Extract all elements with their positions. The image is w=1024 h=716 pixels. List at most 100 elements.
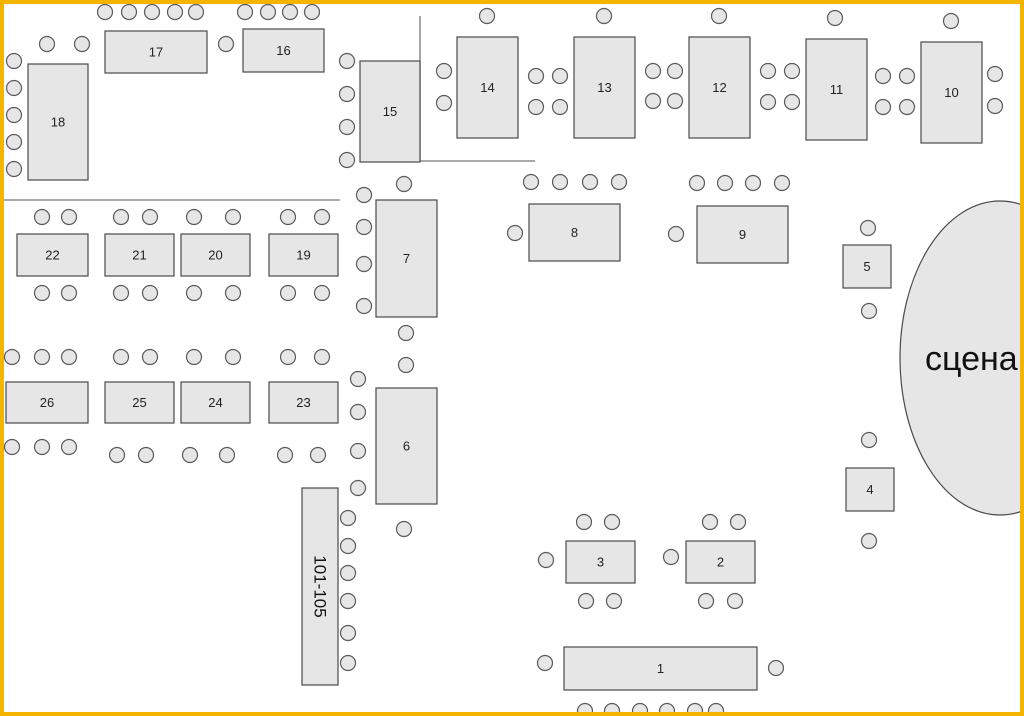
chair [224,284,242,302]
table-label: 1 [657,661,664,676]
chair [338,151,356,169]
table-11[interactable]: 11 [805,38,868,141]
chair [726,592,744,610]
chair [108,446,126,464]
chair [33,348,51,366]
table-9[interactable]: 9 [696,205,789,264]
chair [710,7,728,25]
table-label: 8 [571,225,578,240]
table-rect[interactable] [842,244,892,289]
table-10[interactable]: 10 [920,41,983,144]
chair [551,67,569,85]
table-8[interactable]: 8 [528,203,621,262]
table-rect[interactable] [5,381,89,424]
chair [355,186,373,204]
table-rect[interactable] [268,381,339,424]
chair [860,302,878,320]
chair [355,218,373,236]
chair [259,3,277,21]
table-6[interactable]: 6 [375,387,438,505]
chair [313,208,331,226]
table-rect[interactable] [845,467,895,512]
table-2[interactable]: 2 [685,540,756,584]
table-24[interactable]: 24 [180,381,251,424]
table-rect[interactable] [180,233,251,277]
table-label: 4 [866,482,873,497]
table-rect[interactable] [16,233,89,277]
chair [581,173,599,191]
chair [644,92,662,110]
chair [874,98,892,116]
table-rect[interactable] [688,36,751,139]
table-rect[interactable] [456,36,519,139]
chair [338,85,356,103]
table-rect[interactable] [301,487,339,686]
chair [309,446,327,464]
chair [279,284,297,302]
table-16[interactable]: 16 [242,28,325,73]
table-rect[interactable] [375,387,438,505]
table-17[interactable]: 17 [104,30,208,74]
table-label: 25 [132,395,146,410]
table-12[interactable]: 12 [688,36,751,139]
chair [339,564,357,582]
chair [759,93,777,111]
chair [783,62,801,80]
chair [112,208,130,226]
table-label: 10 [944,85,958,100]
chair [349,479,367,497]
table-rect[interactable] [685,540,756,584]
table-23[interactable]: 23 [268,381,339,424]
table-rect[interactable] [375,199,438,318]
table-rect[interactable] [104,30,208,74]
table-label: 26 [40,395,54,410]
table-5[interactable]: 5 [842,244,892,289]
chair [759,62,777,80]
table-rect[interactable] [573,36,636,139]
table-rect[interactable] [565,540,636,584]
table-14[interactable]: 14 [456,36,519,139]
table-rect[interactable] [268,233,339,277]
table-rect[interactable] [104,233,175,277]
table-101-105[interactable]: 101-105 [301,487,339,686]
seats-layer [3,3,1004,716]
table-rect[interactable] [359,60,421,163]
table-rect[interactable] [920,41,983,144]
chair [395,175,413,193]
chair [303,3,321,21]
table-rect[interactable] [528,203,621,262]
table-20[interactable]: 20 [180,233,251,277]
table-25[interactable]: 25 [104,381,175,424]
table-26[interactable]: 26 [5,381,89,424]
table-label: 101-105 [311,555,330,617]
table-rect[interactable] [27,63,89,181]
table-18[interactable]: 18 [27,63,89,181]
chair [281,3,299,21]
table-label: 14 [480,80,494,95]
table-4[interactable]: 4 [845,467,895,512]
chair [697,592,715,610]
table-1[interactable]: 1 [563,646,758,691]
table-rect[interactable] [805,38,868,141]
chair [898,98,916,116]
chair [181,446,199,464]
chair [860,532,878,550]
chair [349,370,367,388]
chair [137,446,155,464]
table-15[interactable]: 15 [359,60,421,163]
table-3[interactable]: 3 [565,540,636,584]
table-19[interactable]: 19 [268,233,339,277]
chair [874,67,892,85]
table-rect[interactable] [104,381,175,424]
table-rect[interactable] [242,28,325,73]
table-21[interactable]: 21 [104,233,175,277]
table-22[interactable]: 22 [16,233,89,277]
table-rect[interactable] [696,205,789,264]
table-rect[interactable] [563,646,758,691]
table-rect[interactable] [180,381,251,424]
table-13[interactable]: 13 [573,36,636,139]
table-7[interactable]: 7 [375,199,438,318]
chair [536,654,554,672]
chair [279,348,297,366]
